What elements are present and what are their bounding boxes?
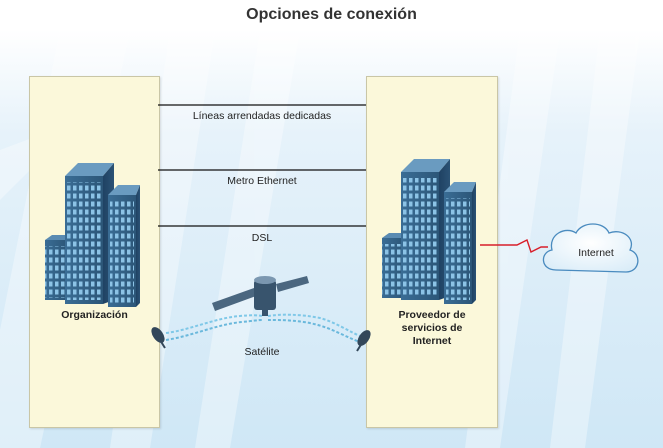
isp-label-line-1: Proveedor de (398, 309, 466, 321)
satellite-label: Satélite (244, 346, 280, 358)
satellite-wave-right-b (267, 319, 361, 343)
internet-cloud-icon (542, 223, 639, 273)
page-title: Opciones de conexión (246, 6, 417, 23)
satellite-icon (212, 276, 309, 316)
organization-label: Organización (61, 309, 128, 321)
organization-satellite-dish-icon (151, 327, 166, 349)
isp-label-line-2: servicios de (401, 322, 463, 334)
isp-building-icon (382, 159, 476, 304)
satellite-wave-left-b (165, 319, 263, 341)
leased-lines-label: Líneas arrendadas dedicadas (192, 110, 332, 122)
dsl-label: DSL (251, 232, 273, 244)
internet-link (480, 239, 548, 253)
isp-satellite-dish-icon (356, 330, 371, 352)
isp-label-line-3: Internet (412, 335, 452, 347)
isp-label: Proveedor de servicios de Internet (366, 309, 498, 348)
organization-building-icon (45, 163, 140, 307)
satellite-wave-right-a (267, 313, 361, 337)
satellite-wave-left-a (165, 314, 263, 334)
metro-ethernet-label: Metro Ethernet (227, 175, 297, 187)
internet-label: Internet (578, 247, 614, 259)
